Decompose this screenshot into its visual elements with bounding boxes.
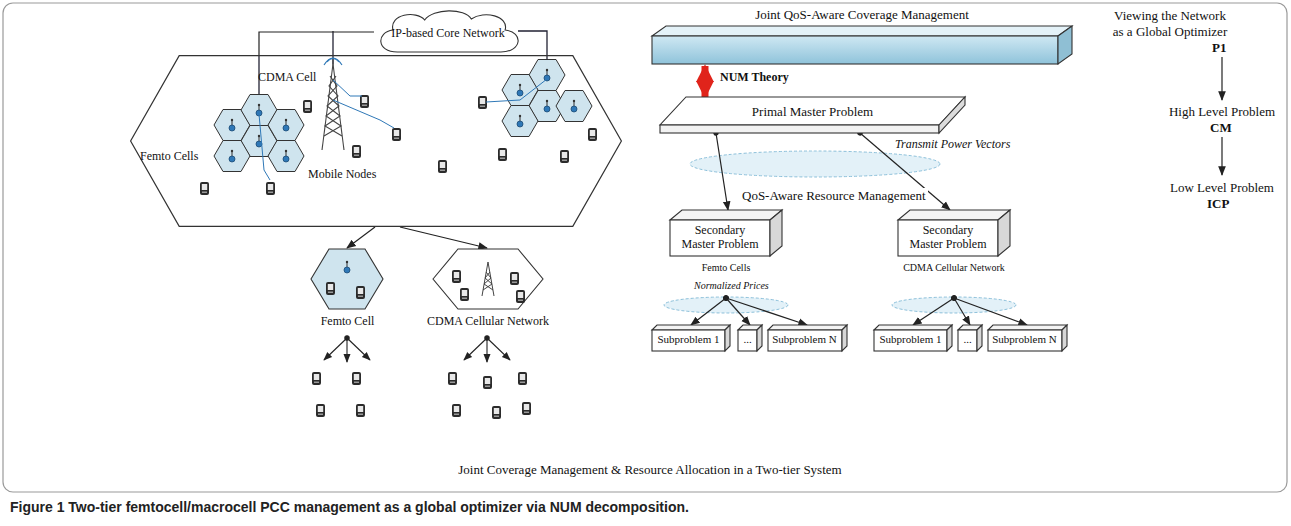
flow-label: Normalized Prices (694, 280, 769, 292)
node-text: Subproblem 1 (652, 333, 725, 346)
coverage-management-bar: Joint QoS-Aware Coverage Management (652, 4, 1072, 66)
figure-border (3, 3, 1287, 492)
secondary-master-box: Secondary Master ProblemFemto Cells (670, 210, 782, 278)
subproblem-box: ... (738, 325, 762, 351)
node-text: Subproblem N (988, 333, 1062, 346)
figure-caption: Figure 1 Two-tier femtocell/macrocell PC… (10, 499, 689, 516)
secondary-master-box: Secondary Master ProblemCDMA Cellular Ne… (898, 210, 1010, 278)
connector (400, 227, 487, 248)
node-text: Subproblem N (768, 333, 842, 346)
connector (954, 298, 970, 325)
connector (691, 298, 726, 325)
system-title: Joint Coverage Management & Resource All… (400, 462, 900, 478)
cdma-cell: CDMA Cellular Network (418, 248, 558, 332)
connector (347, 227, 375, 248)
node-text: Femto Cells (140, 149, 198, 163)
connector (913, 298, 954, 325)
mobile-nodes (312, 372, 531, 419)
node-text: IP-based Core Network (374, 26, 522, 40)
node-outline (130, 55, 622, 227)
subproblem-box: Subproblem N (768, 325, 847, 351)
connector (716, 133, 728, 210)
problem-symbol: ICP (1207, 196, 1229, 212)
problem-symbol: CM (1210, 120, 1232, 136)
level-label: Viewing the Network as a Global Optimize… (1108, 8, 1232, 39)
node-text: ... (738, 333, 757, 346)
connector (954, 298, 1027, 325)
layer-label: QoS-Aware Resource Management (740, 188, 928, 204)
node-text: Secondary Master Problem (907, 223, 989, 252)
node-text: Secondary Master Problem (679, 223, 761, 252)
subproblem-box: ... (958, 325, 982, 351)
connector (726, 298, 807, 325)
node-heading: Femto Cells (656, 262, 796, 274)
femto-cell: Femto Cell (300, 248, 395, 332)
mobile-fan-out (324, 336, 510, 362)
core-network-cloud: IP-based Core Network (374, 10, 522, 54)
subproblem-box: Subproblem 1 (874, 325, 952, 351)
edge-label: NUM Theory (718, 70, 791, 84)
node-heading: CDMA Cellular Network (884, 262, 1024, 274)
node-text: Joint QoS-Aware Coverage Management (652, 7, 1072, 23)
node-text: ... (958, 333, 977, 346)
flow-label: Transmit Power Vectors (895, 137, 1010, 151)
theory-arrow (702, 66, 709, 97)
node-text: Femto Cell (300, 314, 395, 328)
node-text: Subproblem 1 (874, 333, 947, 346)
subproblem-box: Subproblem N (988, 325, 1067, 351)
primal-master-box: Primal Master Problem (660, 97, 965, 133)
level-label: High Level Problem (1150, 104, 1291, 120)
node-text: CDMA Cellular Network (418, 314, 558, 328)
connector (259, 32, 374, 55)
subproblem-box: Subproblem 1 (652, 325, 730, 351)
coverage-area: Femto Cells CDMA CellMobile Nodes (130, 55, 622, 227)
node-text: Primal Master Problem (673, 104, 952, 120)
problem-symbol: P1 (1212, 40, 1226, 56)
level-label: Low Level Problem (1150, 180, 1291, 196)
node-heading: Mobile Nodes (308, 167, 376, 181)
price-ellipses (664, 151, 1016, 313)
node-heading: CDMA Cell (258, 70, 316, 84)
